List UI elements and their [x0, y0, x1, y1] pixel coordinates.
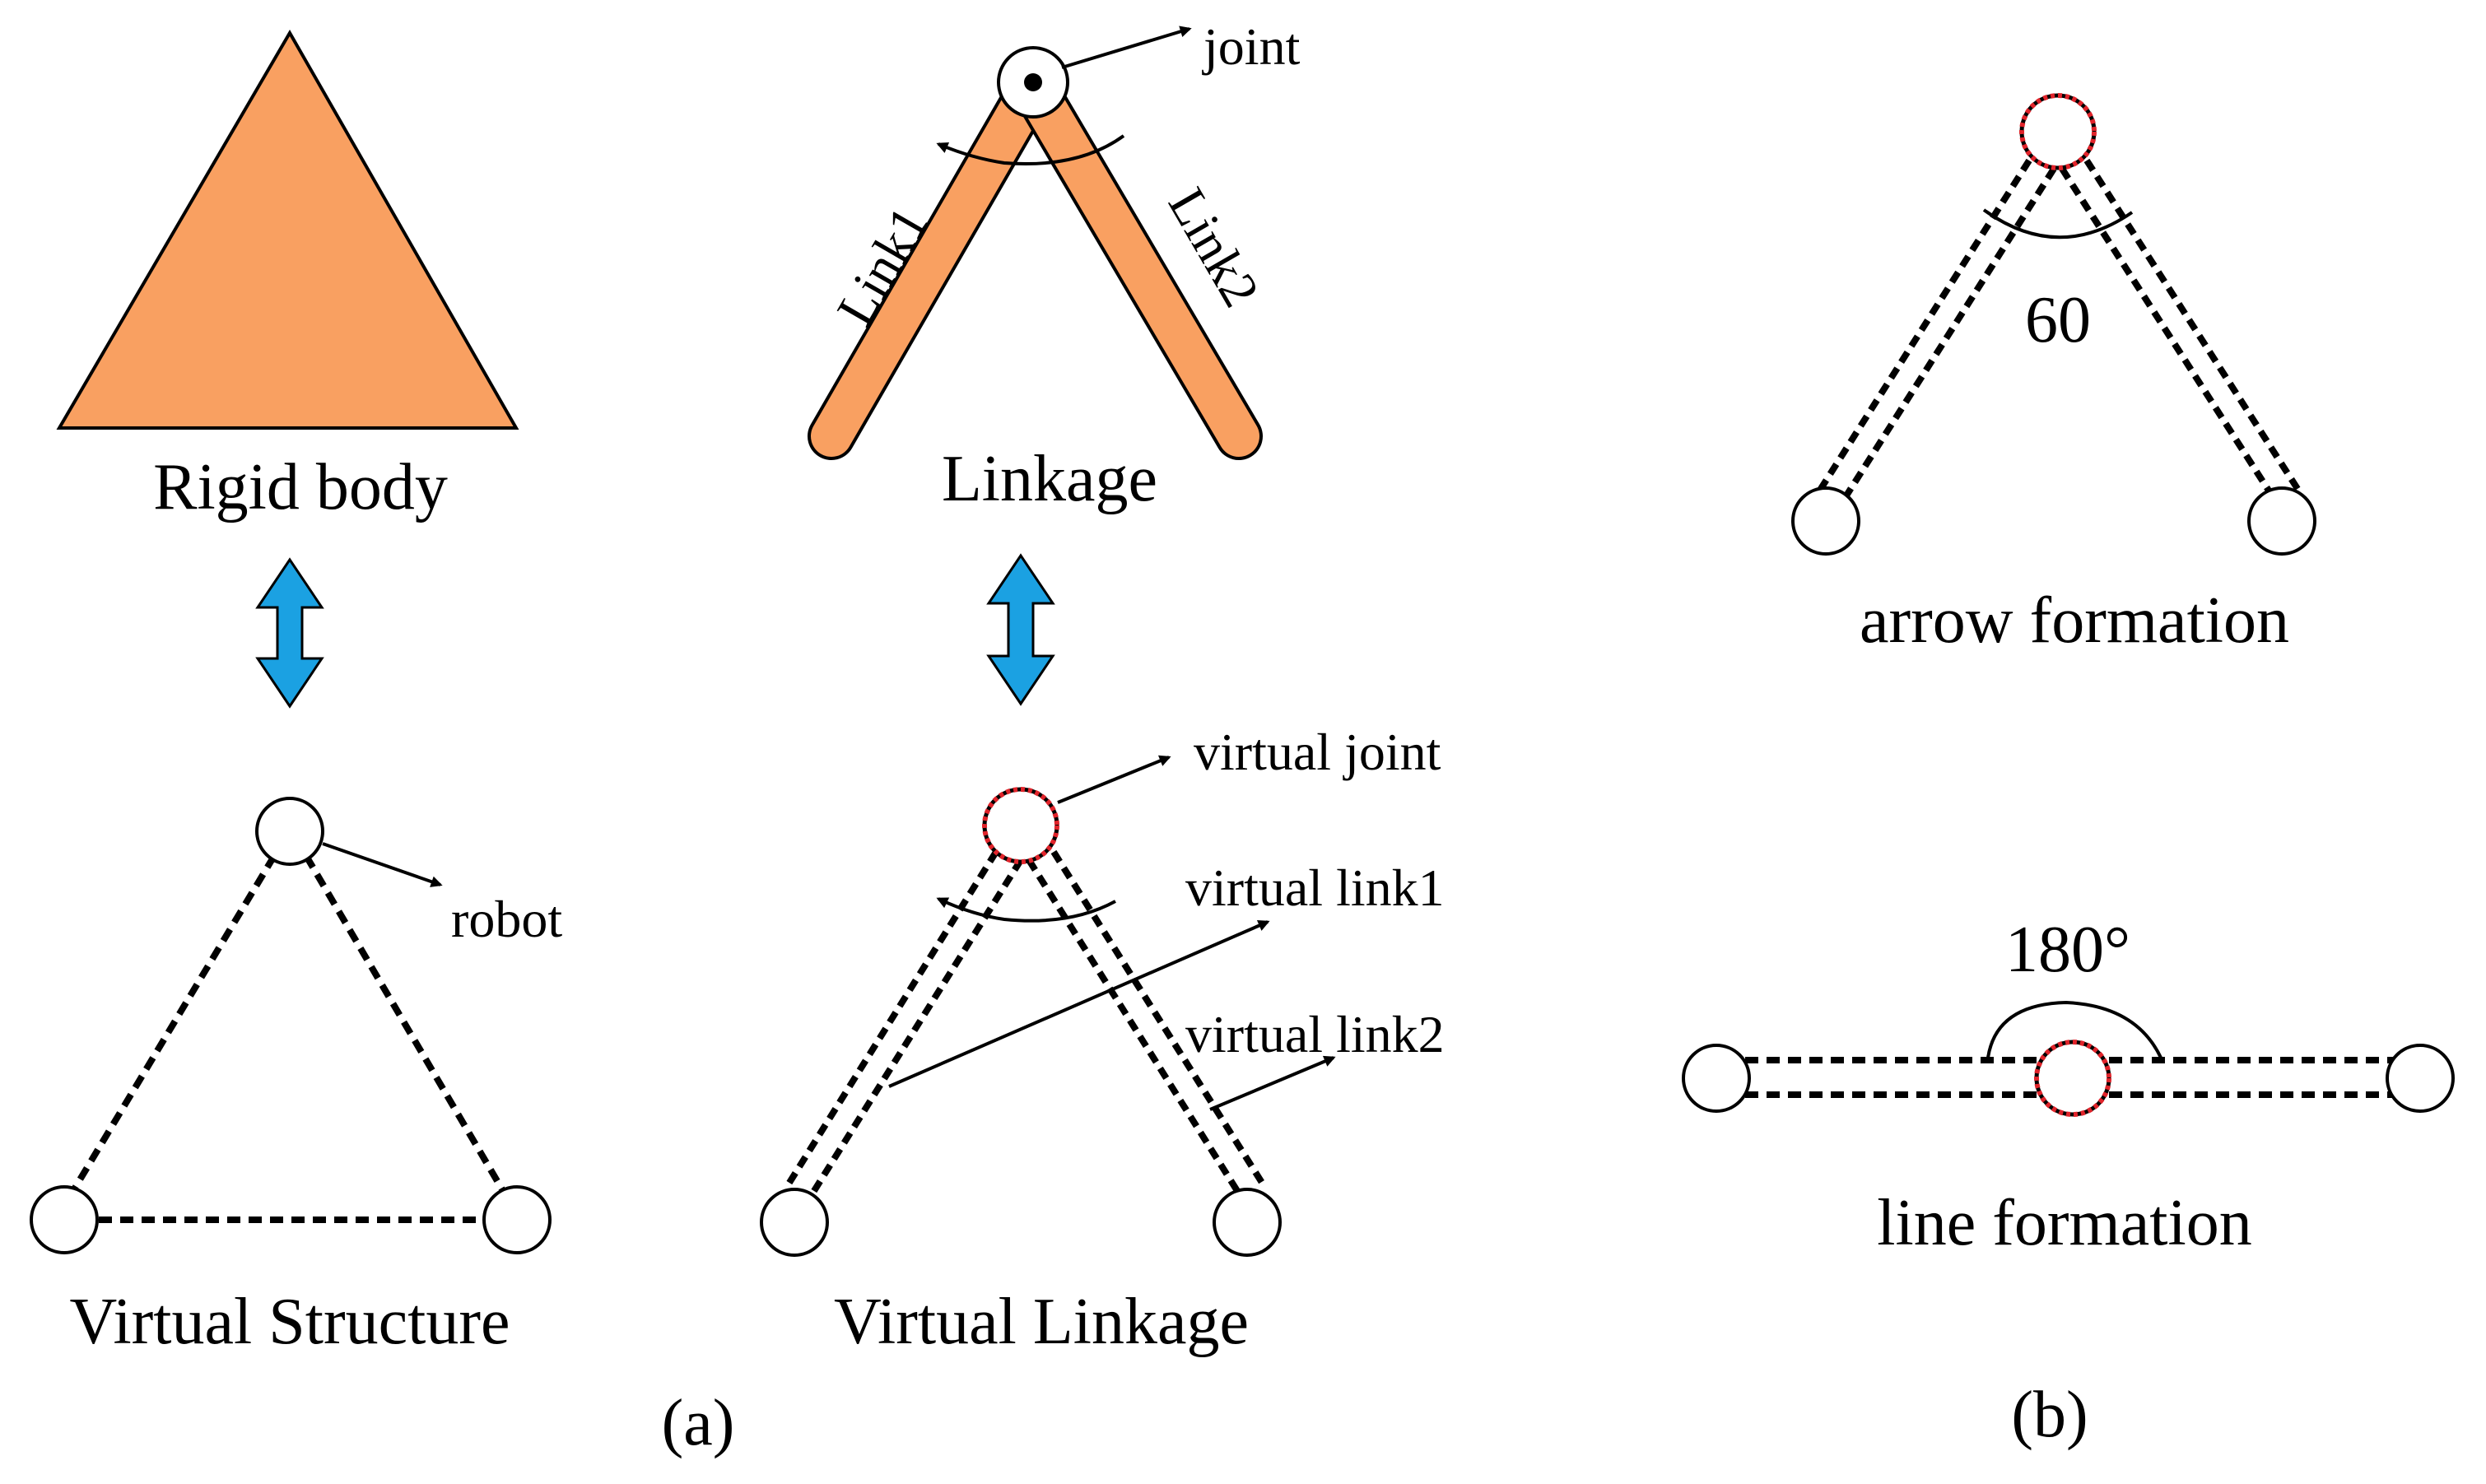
arrow-follower-right — [2247, 486, 2316, 556]
line-formation-caption: line formation — [1877, 1187, 2251, 1259]
virtual-linkage-group: virtual joint virtual link1 virtual link… — [760, 723, 1445, 1358]
arrow-left-dash-b — [1839, 166, 2057, 505]
panel-a-label: (a) — [662, 1387, 735, 1459]
robot-node-left — [30, 1185, 99, 1254]
virtual-link2-dash-b — [1050, 849, 1267, 1188]
joint-label: joint — [1202, 17, 1301, 76]
double-arrow-icon — [255, 557, 324, 709]
rigid-body-group: Rigid body — [56, 30, 519, 523]
virtual-robot-left — [760, 1188, 829, 1257]
virtual-edge-left — [71, 854, 277, 1192]
robot-label: robot — [451, 890, 562, 948]
link1-bar-fill — [811, 66, 1054, 457]
linkage-caption: Linkage — [942, 443, 1157, 515]
virtual-joint-label: virtual joint — [1194, 723, 1441, 781]
robot-node-top — [255, 797, 324, 866]
joint-dot — [1024, 73, 1042, 91]
joint-pointer-arrow — [1061, 26, 1192, 69]
double-arrow-icon — [986, 553, 1055, 706]
panel-b-label: (b) — [2011, 1379, 2088, 1451]
virtual-link2-pointer-arrow — [1209, 1055, 1336, 1111]
virtual-edge-right — [303, 854, 505, 1192]
virtual-robot-right — [1213, 1188, 1282, 1257]
rigid-body-triangle — [56, 30, 519, 430]
virtual-link1-dash-b — [809, 858, 1024, 1196]
rotation-arc — [936, 134, 1125, 166]
robot-node-right — [482, 1185, 552, 1254]
virtual-joint-ring — [982, 787, 1059, 864]
virtual-link2-dash-a — [1026, 858, 1242, 1196]
equivalence-arrow-middle — [986, 553, 1055, 706]
arrow-right-dash-b — [2083, 158, 2304, 496]
line-follower-left — [1682, 1044, 1751, 1113]
virtual-structure-group: robot Virtual Structure — [30, 797, 562, 1358]
line-angle-arc — [1986, 1000, 2162, 1058]
arrow-right-dash-a — [2059, 166, 2279, 505]
virtual-structure-caption: Virtual Structure — [69, 1286, 510, 1358]
line-leader-ring — [2034, 1040, 2111, 1117]
virtual-link1-dash-a — [784, 849, 999, 1188]
virtual-rotation-arc — [936, 897, 1116, 923]
virtual-link2-label: virtual link2 — [1185, 1005, 1445, 1063]
arrow-formation-caption: arrow formation — [1860, 584, 2289, 657]
virtual-link1-pointer-arrow — [888, 920, 1270, 1088]
line-formation-group: 180° line formation — [1682, 914, 2455, 1259]
arrow-leader-ring — [2019, 93, 2097, 170]
arrow-angle-arc — [1982, 208, 2134, 240]
virtual-linkage-caption: Virtual Linkage — [834, 1286, 1249, 1358]
line-angle-label: 180° — [2005, 914, 2130, 986]
arrow-angle-label: 60 — [2025, 284, 2091, 356]
arrow-follower-left — [1791, 486, 1860, 556]
equivalence-arrow-left — [255, 557, 324, 709]
link2-bar-fill — [1013, 66, 1259, 457]
arrow-left-dash-a — [1814, 158, 2032, 496]
robot-pointer-arrow — [322, 842, 443, 887]
arrow-formation-group: 60 arrow formation — [1791, 93, 2316, 657]
virtual-joint-pointer-arrow — [1057, 755, 1171, 804]
linkage-group: joint Link1 Link2 Linkage — [808, 17, 1301, 515]
virtual-link1-label: virtual link1 — [1185, 858, 1445, 917]
line-follower-right — [2386, 1044, 2455, 1113]
rigid-body-caption: Rigid body — [153, 451, 448, 523]
